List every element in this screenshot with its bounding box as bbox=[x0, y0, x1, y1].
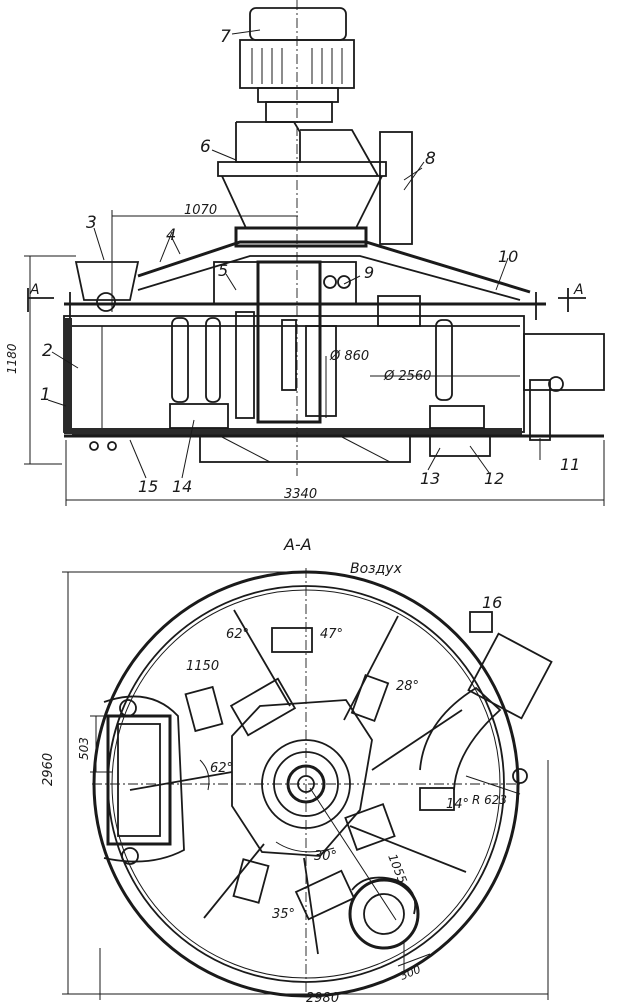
callout-16: 16 bbox=[482, 593, 502, 612]
hopper-and-cover bbox=[74, 231, 531, 312]
angle-14: 14° bbox=[446, 797, 469, 812]
angle-62-top: 62° bbox=[226, 627, 249, 642]
callout-7: 7 bbox=[220, 27, 231, 47]
callout-5: 5 bbox=[218, 261, 228, 280]
blades bbox=[169, 311, 485, 429]
section-title: А-А bbox=[283, 535, 312, 554]
dim-860: Ø 860 bbox=[329, 349, 369, 364]
dim-1150: 1150 bbox=[186, 659, 219, 674]
round-port bbox=[348, 876, 420, 950]
callout-8: 8 bbox=[425, 149, 436, 169]
discharge-box bbox=[103, 695, 185, 865]
callout-12: 12 bbox=[484, 469, 504, 488]
dim-3340: 3340 bbox=[284, 487, 317, 502]
plan-labels: 16 62° 47° 1150 28° 2960 503 62° 14° R 6… bbox=[41, 593, 507, 1005]
dim-503: 503 bbox=[77, 737, 91, 760]
plan-dimensions bbox=[62, 571, 549, 1000]
angle-30: 30° bbox=[314, 849, 337, 864]
callout-6: 6 bbox=[200, 137, 211, 157]
callout-4: 4 bbox=[166, 225, 176, 244]
callout-10: 10 bbox=[498, 247, 518, 266]
section-mark-left: А bbox=[29, 282, 40, 298]
callout-9: 9 bbox=[364, 263, 374, 282]
section-mark-right: А bbox=[573, 282, 584, 298]
section-view: А-А Воздух bbox=[41, 535, 553, 1005]
elevation-labels: 7 6 8 1070 3 4 10 5 9 А А 2 Ø 860 Ø 2560… bbox=[5, 27, 584, 502]
section-arrows bbox=[27, 288, 586, 312]
elevation-dimensions bbox=[24, 210, 605, 506]
air-valve bbox=[467, 611, 553, 784]
dim-1070: 1070 bbox=[184, 203, 217, 218]
dim-R623: R 623 bbox=[472, 793, 507, 807]
air-label: Воздух bbox=[350, 561, 403, 577]
support-frame bbox=[379, 131, 423, 245]
elevation-view: 7 6 8 1070 3 4 10 5 9 А А 2 Ø 860 Ø 2560… bbox=[5, 0, 605, 506]
callout-3: 3 bbox=[86, 213, 97, 233]
callout-2: 2 bbox=[42, 341, 53, 361]
dim-1180: 1180 bbox=[5, 343, 19, 374]
dim-2960: 2960 bbox=[41, 753, 56, 786]
dim-300: 300 bbox=[398, 963, 422, 983]
callout-14: 14 bbox=[172, 477, 192, 496]
angle-35: 35° bbox=[272, 907, 295, 922]
discharge-gate bbox=[429, 333, 605, 457]
reducer bbox=[217, 121, 387, 248]
base-frame bbox=[64, 434, 604, 463]
leader-lines bbox=[47, 29, 541, 479]
angle-47: 47° bbox=[320, 627, 343, 642]
callout-11: 11 bbox=[560, 455, 580, 474]
dim-2560: Ø 2560 bbox=[383, 369, 431, 384]
callout-15: 15 bbox=[138, 477, 158, 496]
angle-62-left: 62° bbox=[210, 761, 233, 776]
angle-28: 28° bbox=[396, 679, 419, 694]
callout-1: 1 bbox=[40, 385, 51, 405]
callout-13: 13 bbox=[420, 469, 440, 488]
central-rotor bbox=[213, 260, 421, 424]
dim-2980: 2980 bbox=[306, 991, 339, 1005]
